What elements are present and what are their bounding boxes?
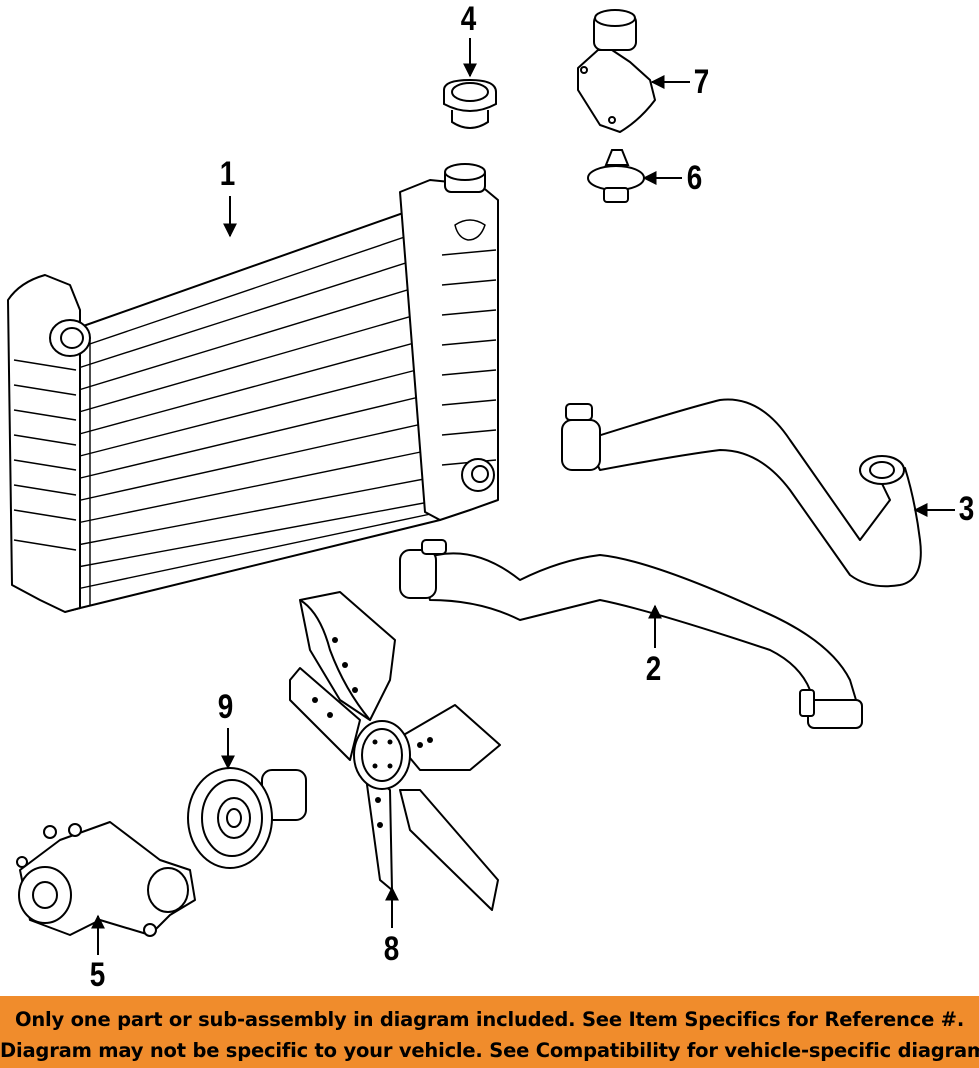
- callout-9: 9: [217, 688, 234, 726]
- callout-6: 6: [686, 159, 703, 197]
- callout-arrows: [91, 38, 955, 955]
- thermostat-part-6: [587, 149, 645, 203]
- lower-hose-part-2: [399, 539, 863, 729]
- pulley-part-9: [187, 767, 307, 869]
- callout-3: 3: [958, 490, 975, 528]
- disclaimer-line-2: Diagram may not be specific to your vehi…: [0, 1039, 979, 1062]
- callout-4: 4: [460, 0, 477, 38]
- upper-hose-part-3: [561, 398, 922, 588]
- thermostat-housing-part-7: [577, 9, 656, 133]
- disclaimer-line-1: Only one part or sub-assembly in diagram…: [14, 1008, 965, 1031]
- callout-7: 7: [693, 63, 710, 101]
- callout-5: 5: [89, 956, 106, 994]
- water-pump-part-5: [16, 821, 196, 937]
- disclaimer-banner: Only one part or sub-assembly in diagram…: [0, 996, 979, 1068]
- callout-2: 2: [645, 650, 662, 688]
- callout-1: 1: [219, 155, 236, 193]
- radiator-part-1: [7, 163, 499, 613]
- grommet-part-4: [443, 78, 497, 129]
- parts-diagram: [7, 9, 955, 955]
- callout-8: 8: [383, 930, 400, 968]
- fan-part-8: [289, 591, 501, 911]
